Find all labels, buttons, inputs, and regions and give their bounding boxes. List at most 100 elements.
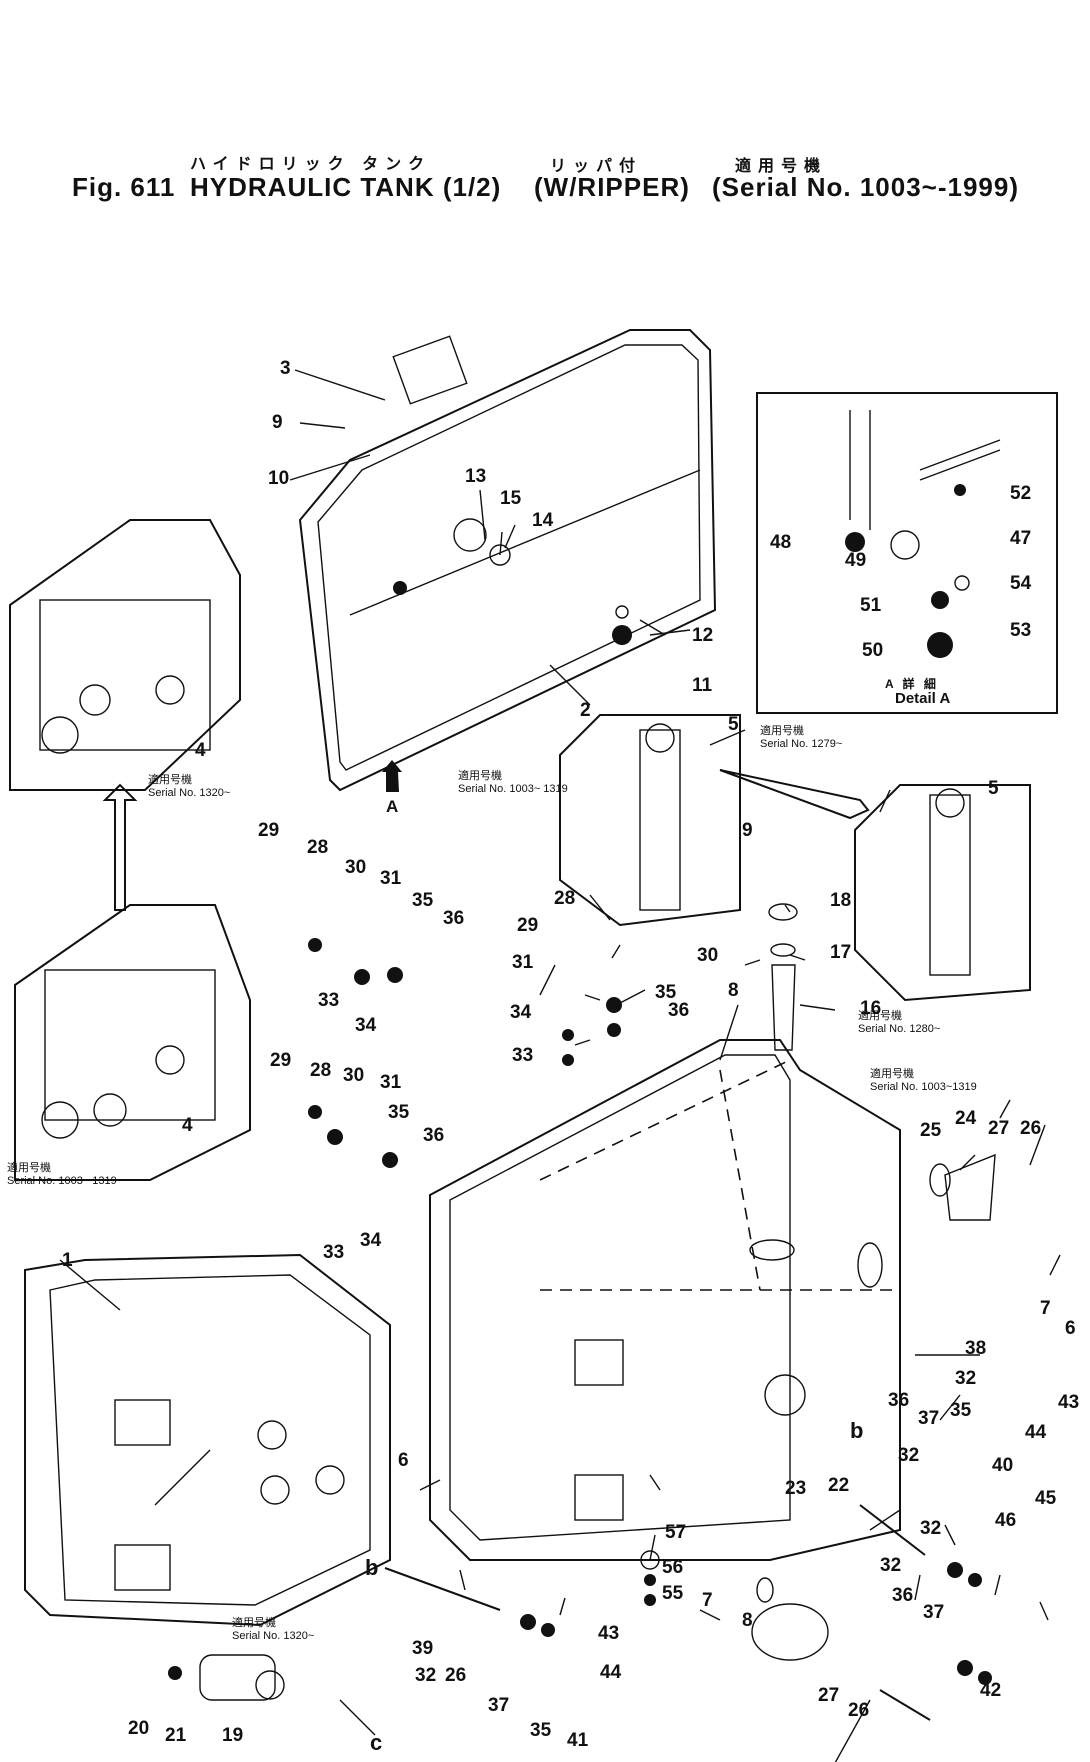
callout-part-4: 4 xyxy=(182,1115,193,1136)
callout-part-17: 17 xyxy=(830,942,852,963)
callout-part-30: 30 xyxy=(345,857,367,878)
view-a-arrow xyxy=(382,760,402,792)
callout-part-26: 26 xyxy=(848,1700,870,1721)
callout-part-30: 30 xyxy=(697,945,719,966)
shaft-38 xyxy=(859,1504,926,1556)
callout-part-3: 3 xyxy=(280,358,291,379)
strainer xyxy=(168,1654,285,1701)
callout-part-27: 27 xyxy=(988,1118,1010,1139)
callout-part-24: 24 xyxy=(955,1108,977,1129)
callout-part-32: 32 xyxy=(920,1518,942,1539)
callout-part-35: 35 xyxy=(950,1400,972,1421)
callout-part-1: 1 xyxy=(62,1250,73,1271)
callout-part-5: 5 xyxy=(728,714,739,735)
callout-part-45: 45 xyxy=(1035,1488,1057,1509)
figure-variant: (W/RIPPER) xyxy=(534,172,690,202)
callout-part-9: 9 xyxy=(742,820,753,841)
callout-part-46: 46 xyxy=(995,1510,1017,1531)
replacement-arrow xyxy=(719,769,870,820)
callout-letter-c: c xyxy=(370,1730,383,1755)
callout-part-44: 44 xyxy=(600,1662,622,1683)
control-valve-top xyxy=(9,519,241,791)
callout-part-33: 33 xyxy=(512,1045,534,1066)
callout-part-35: 35 xyxy=(412,890,434,911)
shaft-39 xyxy=(384,1567,501,1611)
callout-part-12: 12 xyxy=(692,625,714,646)
callout-part-30: 30 xyxy=(343,1065,365,1086)
callout-part-35: 35 xyxy=(530,1720,552,1741)
callout-part-7: 7 xyxy=(702,1590,713,1611)
figure-serial: (Serial No. 1003~-1999) xyxy=(712,172,1019,202)
spool-valve-new xyxy=(854,784,1031,1002)
callout-part-31: 31 xyxy=(512,952,534,973)
callout-part-6: 6 xyxy=(1065,1318,1076,1339)
callout-part-36: 36 xyxy=(443,908,465,929)
callout-part-36: 36 xyxy=(892,1585,914,1606)
breather-assembly xyxy=(768,903,798,1051)
callout-part-4: 4 xyxy=(195,740,206,761)
callout-part-44: 44 xyxy=(1025,1422,1047,1443)
callout-part-36: 36 xyxy=(423,1125,445,1146)
callout-part-34: 34 xyxy=(510,1002,532,1023)
callout-part-8: 8 xyxy=(728,980,739,1001)
title-japanese: ハイドロリック タンク xyxy=(190,156,432,173)
callout-part-29: 29 xyxy=(258,820,280,841)
detail-a-label: Detail A xyxy=(895,690,951,707)
callout-part-49: 49 xyxy=(845,550,867,571)
callout-part-22: 22 xyxy=(828,1475,850,1496)
main-tank xyxy=(429,1039,901,1561)
callout-part-55: 55 xyxy=(662,1583,684,1604)
up-arrow xyxy=(102,783,138,911)
callout-part-27: 27 xyxy=(818,1685,840,1706)
control-valve-mid xyxy=(14,904,251,1181)
callout-letter-b: b xyxy=(850,1418,864,1443)
callout-part-54: 54 xyxy=(1010,573,1032,594)
callout-part-35: 35 xyxy=(388,1102,410,1123)
callout-part-32: 32 xyxy=(415,1665,437,1686)
callout-part-31: 31 xyxy=(380,868,402,889)
callout-part-21: 21 xyxy=(165,1725,187,1746)
lower-tank xyxy=(24,1253,391,1627)
callout-part-20: 20 xyxy=(128,1718,150,1739)
callout-part-18: 18 xyxy=(830,890,852,911)
tank-cover xyxy=(298,329,717,792)
leader-lines xyxy=(59,369,1061,1762)
callout-part-42: 42 xyxy=(980,1680,1002,1701)
callout-part-35: 35 xyxy=(655,982,677,1003)
callout-part-2: 2 xyxy=(580,700,591,721)
callout-part-31: 31 xyxy=(380,1072,402,1093)
callout-part-5: 5 xyxy=(988,778,999,799)
callout-part-37: 37 xyxy=(923,1602,945,1623)
callout-part-40: 40 xyxy=(992,1455,1014,1476)
spool-valve-old xyxy=(559,714,741,927)
detail-a-box xyxy=(756,392,1058,714)
callout-part-56: 56 xyxy=(662,1557,684,1578)
callout-part-9: 9 xyxy=(272,412,283,433)
title-japanese-ripper: リッパ付 xyxy=(550,158,643,175)
callout-part-43: 43 xyxy=(598,1623,620,1644)
callout-part-16: 16 xyxy=(860,998,882,1019)
callout-part-25: 25 xyxy=(920,1120,942,1141)
callout-part-13: 13 xyxy=(465,466,487,487)
callout-part-23: 23 xyxy=(785,1478,807,1499)
callout-part-29: 29 xyxy=(270,1050,292,1071)
callout-part-43: 43 xyxy=(1058,1392,1080,1413)
callout-part-28: 28 xyxy=(554,888,576,909)
callout-part-39: 39 xyxy=(412,1638,434,1659)
callout-part-32: 32 xyxy=(898,1445,920,1466)
callout-part-37: 37 xyxy=(488,1695,510,1716)
title-japanese-serial: 適用号機 xyxy=(735,158,828,175)
figure-title: HYDRAULIC TANK (1/2) xyxy=(190,172,502,202)
callout-part-32: 32 xyxy=(880,1555,902,1576)
callout-part-33: 33 xyxy=(318,990,340,1011)
detail-a-japanese: A 詳 細 xyxy=(885,677,939,691)
callout-part-36: 36 xyxy=(888,1390,910,1411)
callout-part-15: 15 xyxy=(500,488,522,509)
